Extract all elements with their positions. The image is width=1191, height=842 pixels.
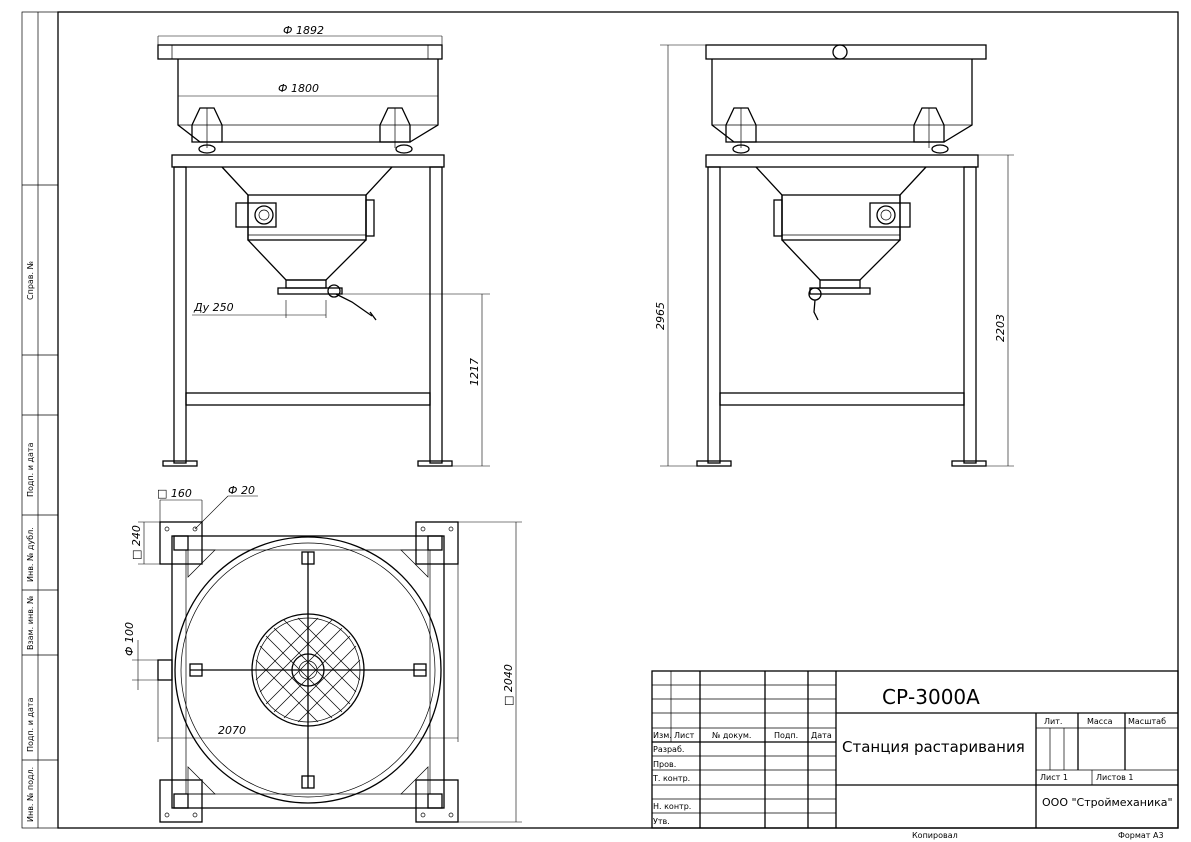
dim-sq240: □ 240 (130, 525, 143, 560)
dim-d20: Ф 20 (228, 484, 255, 497)
sheet-frame (57, 11, 1179, 829)
row-tkontr: Т. контр. (652, 774, 690, 783)
dim-h2203: 2203 (994, 314, 1007, 342)
front-view: Ф 1892 Ф 1800 Ду 250 1217 (157, 24, 490, 467)
label-sheets: Листов 1 (1096, 773, 1134, 782)
plan-view: □ 160 Ф 20 □ 240 Ф 100 2070 □ 2040 (123, 484, 522, 823)
stamp-podp-data-2: Подп. и дата (26, 697, 35, 752)
organization: ООО "Строймеханика" (1042, 796, 1173, 809)
row-utv: Утв. (653, 817, 670, 826)
dim-w2070: 2070 (218, 724, 246, 737)
stamp-sprav: Справ. № (26, 260, 35, 300)
footer-kopiroval: Копировал (912, 831, 958, 840)
dim-d1800: Ф 1800 (278, 82, 319, 95)
row-prov: Пров. (653, 760, 676, 769)
side-view: 2965 2203 (654, 44, 1014, 467)
label-sheet: Лист 1 (1040, 773, 1068, 782)
stamp-inv-podl: Инв. № подл. (26, 767, 35, 822)
dim-du250: Ду 250 (193, 301, 234, 314)
label-lit: Лит. (1044, 717, 1062, 726)
col-podp: Подп. (774, 731, 798, 740)
designation: СР-3000А (882, 685, 980, 709)
dim-h2965: 2965 (654, 302, 667, 330)
stamp-podp-data-1: Подп. и дата (26, 442, 35, 497)
title-block: СР-3000А Станция растаривания ООО "Строй… (651, 670, 1179, 829)
stamp-inv-dubl: Инв. № дубл. (26, 527, 35, 582)
dim-sq2040: □ 2040 (502, 664, 515, 706)
row-razrab: Разраб. (653, 745, 684, 754)
dim-d100: Ф 100 (123, 622, 136, 656)
stamp-vzam-inv: Взам. инв. № (26, 595, 35, 650)
col-ndokum: № докум. (712, 731, 751, 740)
product-name: Станция растаривания (842, 738, 1025, 756)
footer-format: Формат А3 (1118, 831, 1164, 840)
col-izm: Изм. (653, 731, 672, 740)
label-massa: Масса (1087, 717, 1113, 726)
side-stamp: Справ. № Подп. и дата Инв. № дубл. Взам.… (21, 11, 59, 829)
col-list: Лист (674, 731, 695, 740)
label-masshtab: Масштаб (1128, 717, 1166, 726)
col-data: Дата (811, 731, 832, 740)
dim-h1217: 1217 (468, 358, 481, 386)
dim-d1892: Ф 1892 (283, 24, 324, 37)
dim-sq160: □ 160 (157, 487, 192, 500)
row-nkontr: Н. контр. (653, 802, 691, 811)
